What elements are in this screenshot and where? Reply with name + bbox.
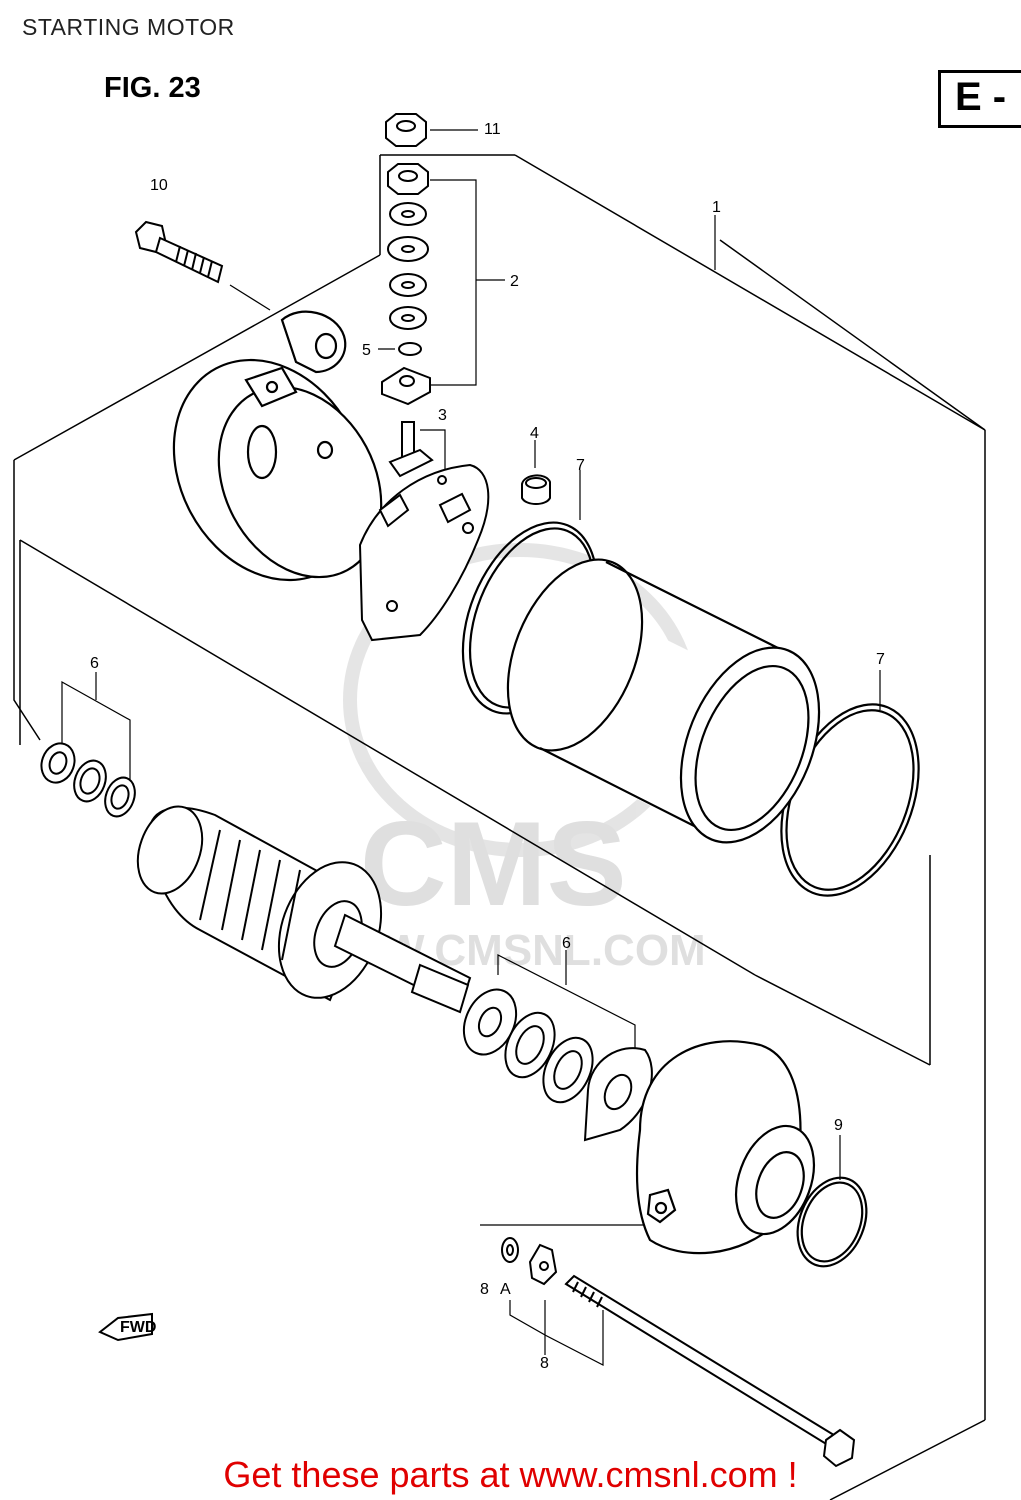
bush-part-4: [521, 474, 551, 505]
watermark-brand: CMS: [360, 797, 627, 931]
callout-6-right: 6: [562, 935, 571, 952]
callout-4: 4: [530, 425, 539, 442]
fwd-arrow-icon: FWD: [98, 1312, 156, 1342]
footer-link[interactable]: Get these parts at www.cmsnl.com !: [223, 1454, 798, 1495]
callout-10: 10: [150, 177, 168, 194]
callout-8-washer: 8: [480, 1281, 489, 1298]
leader-lines: [61, 129, 881, 1366]
callout-1: 1: [712, 199, 721, 216]
callout-7-lower: 7: [876, 651, 885, 668]
section-marker-text: E -: [955, 75, 1007, 119]
terminal-kit-part-2: [381, 163, 431, 406]
callout-labels: 1 2 3 4 5 6 6 7 7 8 A 8 9 10 11: [90, 121, 885, 1372]
through-bolt-part-8: [501, 1237, 856, 1468]
section-marker: E -: [938, 70, 1021, 128]
nut-part-11: [385, 113, 427, 147]
callout-6-left: 6: [90, 655, 99, 672]
rear-end-cover: [172, 310, 383, 582]
callout-5: 5: [362, 342, 371, 359]
callout-8-bolt: 8: [540, 1355, 549, 1372]
callout-3: 3: [438, 407, 447, 424]
bolt-part-10: [134, 220, 224, 284]
callout-2: 2: [510, 273, 519, 290]
shims-part-6-right: [462, 988, 653, 1142]
yoke-housing: [506, 558, 821, 844]
figure-label: FIG. 23: [104, 72, 201, 104]
brush-holder-part-3: [358, 421, 490, 642]
assembly-outline: [13, 154, 986, 1500]
armature: [136, 805, 472, 1014]
o-ring-part-9: [796, 1176, 868, 1268]
shims-part-6-left: [40, 742, 136, 818]
callout-8-a: A: [500, 1281, 511, 1298]
callout-7-upper: 7: [576, 457, 585, 474]
fwd-label: FWD: [120, 1319, 156, 1336]
callout-9: 9: [834, 1117, 843, 1134]
callout-11: 11: [484, 121, 501, 138]
page-title: STARTING MOTOR: [22, 14, 235, 40]
front-end-cover: [635, 1040, 815, 1255]
